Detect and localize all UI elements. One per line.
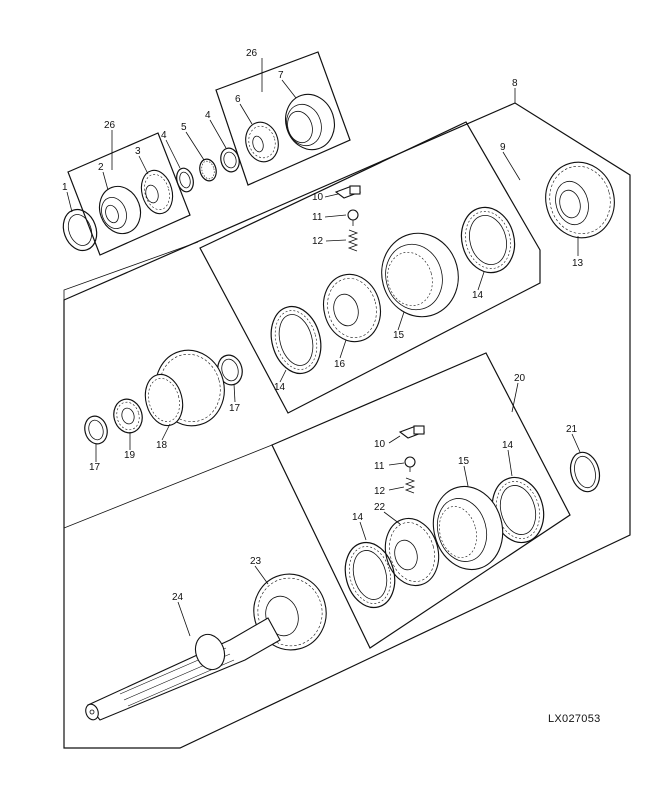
synchro-ring-14a <box>460 206 516 274</box>
figure-code: LX027053 <box>548 713 601 725</box>
group-frame-26a <box>67 132 191 256</box>
shift-key-10a <box>334 185 362 199</box>
callout-12b: 12 <box>374 486 386 497</box>
callout-6: 6 <box>235 94 241 105</box>
leader-lines <box>66 58 581 637</box>
callout-5: 5 <box>181 122 187 133</box>
callout-14b: 14 <box>274 382 286 393</box>
callout-4a: 4 <box>161 130 167 141</box>
group-frame-20 <box>271 352 571 649</box>
main-shaft-24 <box>85 617 281 721</box>
sleeve-15b <box>432 485 504 571</box>
callout-26b: 26 <box>246 48 258 59</box>
callout-10b: 10 <box>374 439 386 450</box>
callout-12a: 12 <box>312 236 324 247</box>
callout-22: 22 <box>374 502 386 513</box>
hub-22 <box>384 517 440 587</box>
callout-8: 8 <box>512 78 518 89</box>
spring-12a <box>347 229 359 252</box>
washer-19 <box>113 398 143 434</box>
callout-26a: 26 <box>104 120 116 131</box>
callout-23: 23 <box>250 556 262 567</box>
shift-key-10b <box>398 425 426 439</box>
callout-14c: 14 <box>502 440 514 451</box>
callout-15a: 15 <box>393 330 405 341</box>
ball-11b <box>404 456 416 472</box>
sleeve-15a <box>381 232 459 318</box>
gear-18 <box>144 349 225 427</box>
spring-12b <box>404 477 416 494</box>
gear-13 <box>545 161 615 239</box>
callout-16: 16 <box>334 359 346 370</box>
callout-1: 1 <box>62 182 68 193</box>
callout-2: 2 <box>98 162 104 173</box>
snap-ring-21 <box>569 451 601 493</box>
callout-14a: 14 <box>472 290 484 301</box>
callout-14d: 14 <box>352 512 364 523</box>
callout-24: 24 <box>172 592 184 603</box>
gear-6 <box>245 121 279 163</box>
callout-19: 19 <box>124 450 136 461</box>
snap-ring-17b <box>84 415 108 445</box>
snap-ring-1 <box>62 208 98 252</box>
callout-20: 20 <box>514 373 526 384</box>
callout-17a: 17 <box>229 403 241 414</box>
synchro-ring-14b <box>270 305 322 375</box>
callout-17b: 17 <box>89 462 101 473</box>
callout-13: 13 <box>572 258 584 269</box>
ring-4b <box>220 147 240 173</box>
synchro-ring-14d <box>344 541 396 609</box>
callout-4b: 4 <box>205 110 211 121</box>
callout-3: 3 <box>135 146 141 157</box>
callout-10a: 10 <box>312 192 324 203</box>
callout-15b: 15 <box>458 456 470 467</box>
callout-11a: 11 <box>312 212 323 223</box>
callout-7: 7 <box>278 70 284 81</box>
ball-11a <box>347 209 359 226</box>
callout-18: 18 <box>156 440 168 451</box>
ring-4a <box>176 167 194 193</box>
hub-16 <box>323 273 381 343</box>
callout-9: 9 <box>500 142 506 153</box>
gear-3 <box>140 169 174 215</box>
callout-labels: 1 2 3 4 5 4 6 7 26 26 8 9 10 11 12 13 14… <box>62 48 584 603</box>
callout-11b: 11 <box>374 461 385 472</box>
ring-5 <box>199 158 217 182</box>
bearing-race-7 <box>285 93 335 151</box>
bearing-2 <box>98 185 142 235</box>
group-frame-9 <box>199 121 541 414</box>
callout-21: 21 <box>566 424 578 435</box>
